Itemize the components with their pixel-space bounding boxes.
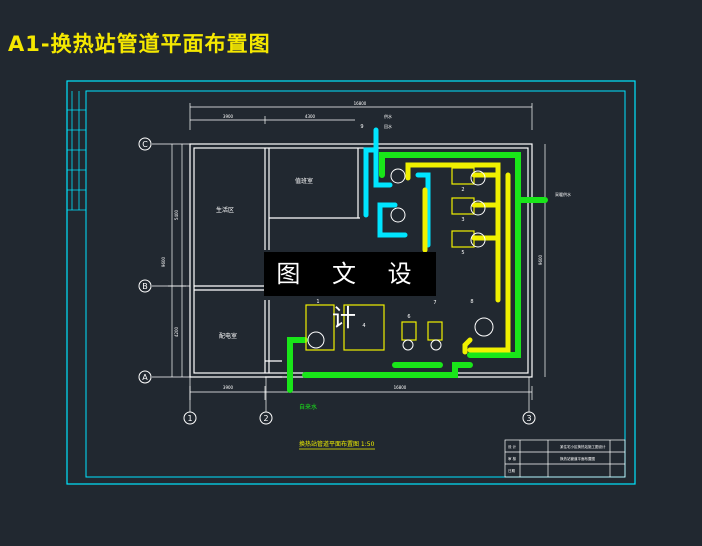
cyan-pipes [363,127,431,248]
dim-bottom-left: 3900 [223,385,234,390]
pump-e [470,232,486,248]
title-block [504,439,626,478]
axis-a-bubble [138,370,152,384]
axis-1-label: 1 [187,414,192,423]
axis-c-bubble [138,137,152,151]
walls [189,143,533,378]
exchanger-2 [451,197,475,215]
dim-seg-left: 3900 [223,114,234,119]
title-block-row1: 设 计 [508,444,517,449]
dim-bottom-total: 16800 [394,385,407,390]
room-upper-right: 值班室 [295,177,313,185]
pump-d [470,200,486,216]
page-title: A1-换热站管道平面布置图 [8,32,271,56]
watermark-label: 图 文 设 计 [264,252,436,332]
dim-right-total: 9600 [538,254,543,265]
dimension-lines [152,103,546,412]
binding-strip [67,91,86,211]
equip-num-6: 6 [407,314,410,320]
yellow-pipes [405,162,511,355]
equip-num-1: 1 [316,299,319,305]
pump-g [474,317,494,337]
axis-a-label: A [142,373,148,382]
room-upper-left: 生活区 [216,206,234,214]
title-block-project: 某住宅小区换热站施工图设计 [560,444,606,449]
pump-c [470,170,486,186]
green-pipes [287,152,548,393]
equip-num-4: 4 [362,323,365,329]
pipe-label-supply: 供水 [384,113,392,119]
outer-frame [66,80,636,485]
pipe-label-return: 回水 [384,123,392,129]
exchanger-3 [451,230,475,248]
inner-frame [85,90,626,478]
pumps [307,168,494,351]
axis-c-label: C [142,140,148,149]
pump-f [307,331,325,349]
pump-h [402,339,414,351]
equip-num-9: 9 [360,124,363,130]
water-tank [343,304,385,351]
equip-num-8: 8 [470,299,473,305]
title-block-drawing-name: 换热站管道平面布置图 [560,456,595,461]
room-lower-left: 配电室 [219,332,237,340]
axis-2-bubble [259,411,273,425]
title-block-row3: 日期 [508,468,516,473]
equip-num-5: 5 [461,250,464,256]
pipe-label-inlet: 自来水 [299,403,317,411]
axis-bubbles [138,137,536,425]
pump-a [390,168,406,184]
equipment [305,167,475,351]
axis-3-label: 3 [526,414,531,423]
pipe-label-hot-out: 采暖供水 [555,191,571,197]
axis-b-bubble [138,279,152,293]
axis-1-bubble [183,411,197,425]
equip-num-2: 2 [461,187,464,193]
drawing-caption: 换热站管道平面布置图 1:50 [299,440,375,448]
dim-total-width: 16800 [354,101,367,106]
exchanger-1 [451,167,475,185]
equip-num-3: 3 [461,217,464,223]
pump-box-7 [427,321,443,341]
pump-b [390,207,406,223]
softener-box [305,304,335,351]
dim-seg-mid: 4300 [305,114,316,119]
pump-i [430,339,442,351]
equip-num-7: 7 [433,300,436,306]
dim-left-lower: 4200 [174,326,179,337]
axis-2-label: 2 [263,414,268,423]
pump-box-6 [401,321,417,341]
dim-left-upper: 5400 [174,209,179,220]
dim-left-total: 9600 [161,256,166,267]
axis-b-label: B [142,282,148,291]
title-block-row2: 审 核 [508,456,517,461]
axis-3-bubble [522,411,536,425]
